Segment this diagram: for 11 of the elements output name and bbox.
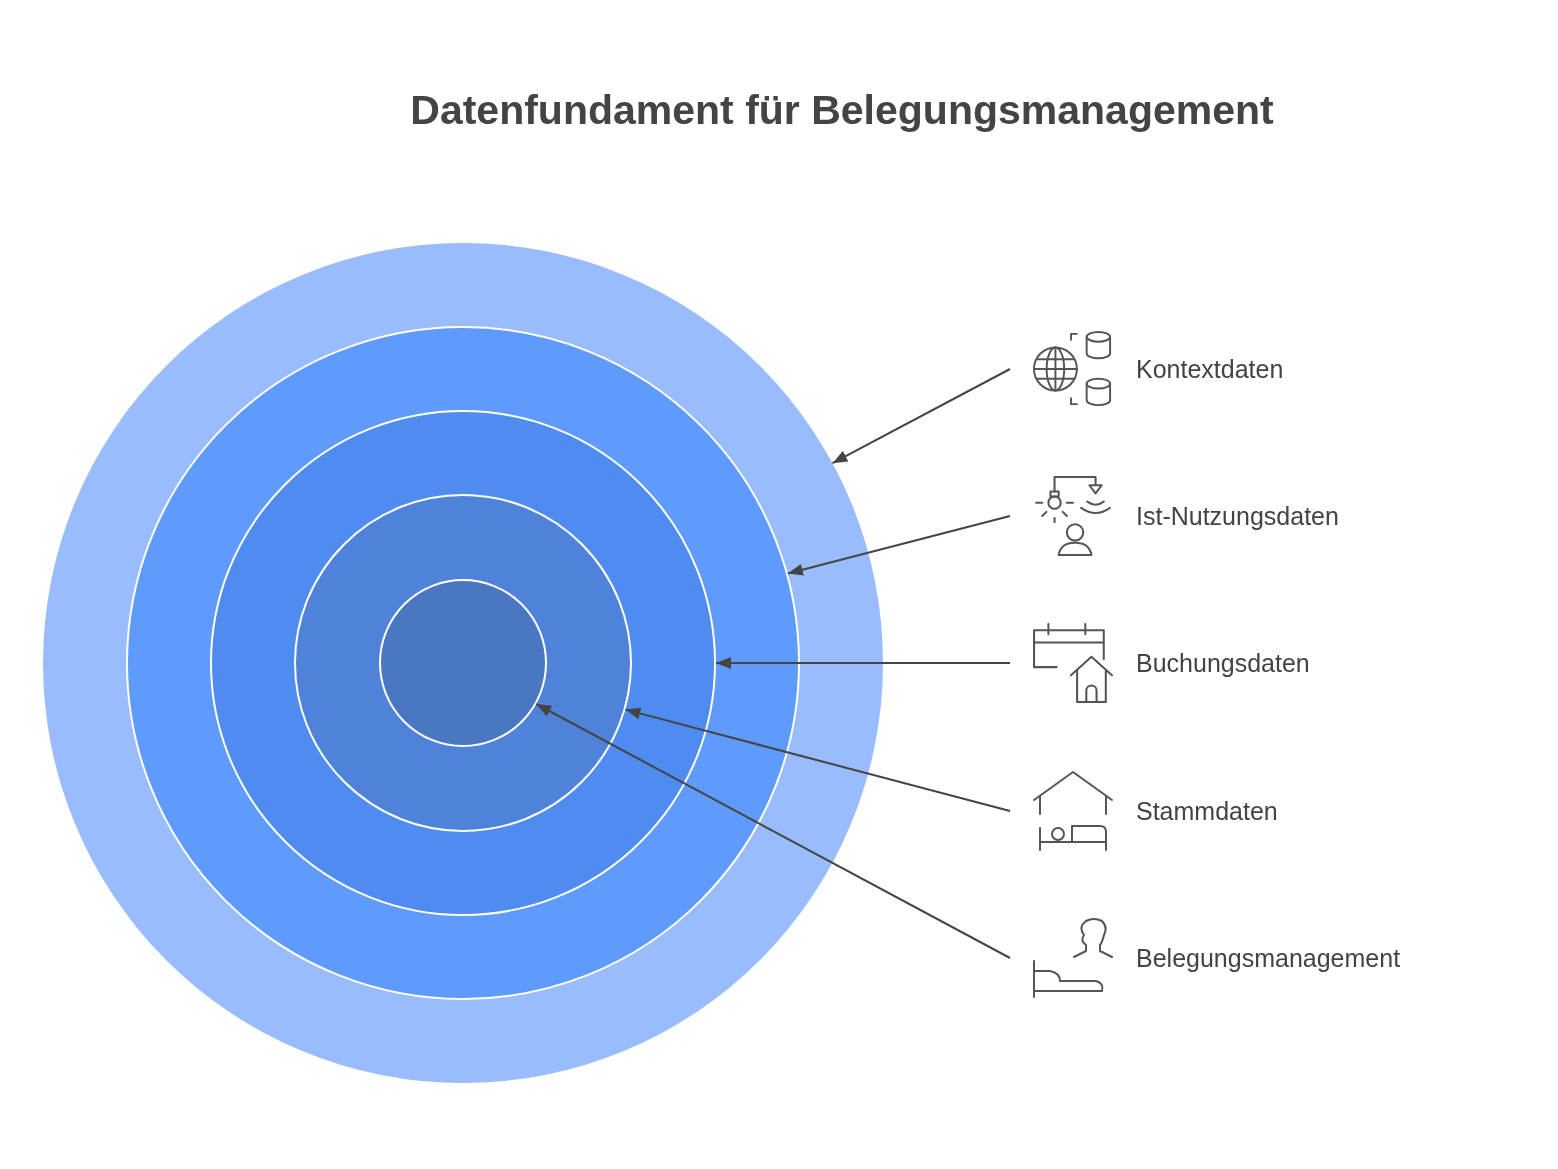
- category-label: Buchungsdaten: [1136, 648, 1310, 678]
- category-label: Stammdaten: [1136, 796, 1278, 826]
- arrow: [535, 703, 1011, 959]
- arrow: [786, 515, 1011, 576]
- arrow: [831, 368, 1011, 465]
- category-label: Kontextdaten: [1136, 354, 1284, 384]
- arrow: [715, 657, 1011, 669]
- category-label: Belegungsmanagement: [1136, 943, 1401, 973]
- arrow: [624, 707, 1011, 812]
- diagram-title: Datenfundament für Belegungsmanagement: [410, 87, 1274, 135]
- category-label: Ist-Nutzungsdaten: [1136, 501, 1339, 531]
